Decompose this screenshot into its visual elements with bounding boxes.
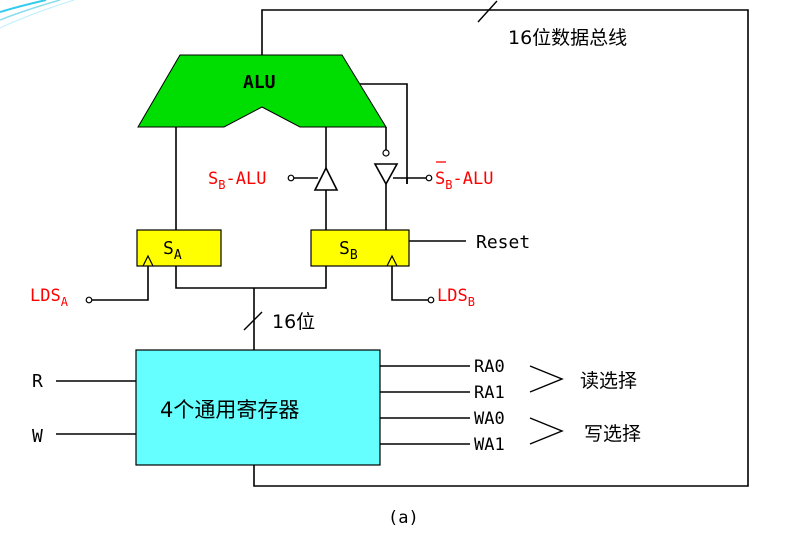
register-sb-label: SB: [339, 238, 358, 263]
bus-label: 16位数据总线: [508, 27, 627, 49]
alu-unit: [137, 54, 387, 128]
w-input: W: [32, 426, 136, 447]
alu-feedback-wire: [175, 83, 408, 230]
select-line-wires: [380, 365, 470, 445]
r-input: R: [32, 371, 136, 392]
alu-label: ALU: [243, 72, 276, 93]
select-line-wa0: WA0: [474, 409, 505, 429]
svg-text:R: R: [32, 371, 43, 392]
lds-b-control: LDSB: [391, 266, 475, 309]
lds-b-label: LDSB: [437, 286, 475, 309]
read-select-label: 读选择: [580, 370, 637, 392]
tristate-buffer-left: [287, 166, 339, 230]
svg-text:W: W: [32, 426, 43, 447]
register-output-wires: [175, 266, 327, 350]
register-sb: SB: [310, 229, 410, 267]
read-select-bracket: [529, 365, 564, 393]
select-line-wa1: WA1: [474, 435, 505, 455]
select-line-ra0: RA0: [474, 357, 505, 377]
lds-a-label: LDSA: [30, 286, 69, 309]
reset-label: Reset: [476, 232, 530, 253]
sb-alu-control-label: SB-ALU: [208, 169, 266, 192]
select-line-ra1: RA1: [474, 383, 505, 403]
register-sa-label: SA: [163, 238, 182, 263]
lds-a-control: LDSA: [30, 266, 149, 309]
data-bus: [253, 0, 749, 487]
svg-text:SB-ALU: SB-ALU: [435, 169, 493, 192]
path-width-label: 16位: [272, 311, 315, 333]
write-select-label: 写选择: [584, 423, 641, 445]
write-select-bracket: [529, 417, 564, 445]
sb-bar-alu-control-label: SB-ALU: [435, 161, 493, 192]
register-sa: SA: [136, 229, 222, 267]
register-file: [135, 349, 381, 466]
tristate-buffer-right: [373, 149, 433, 230]
corner-decoration: [0, 0, 75, 29]
figure-caption: (a): [388, 508, 419, 528]
register-file-label: 4个通用寄存器: [160, 398, 299, 422]
